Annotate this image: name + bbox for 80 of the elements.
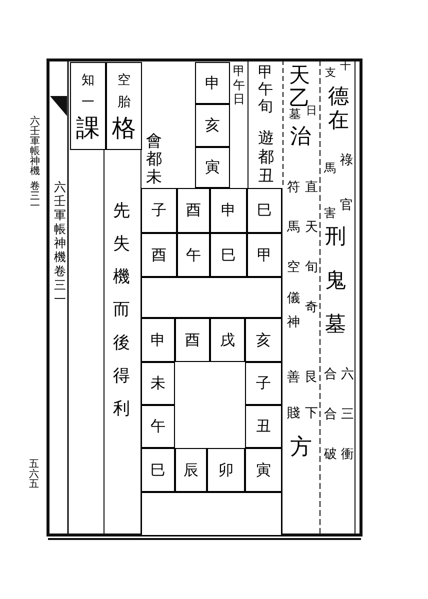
cell-character: 寅 — [256, 462, 271, 478]
grid-cell — [175, 448, 207, 492]
cell-character: 亥 — [256, 332, 271, 348]
cell-character: 未 — [150, 375, 166, 392]
grid-cell — [195, 147, 230, 188]
cell-character: 格 — [112, 114, 136, 142]
cell-character: 亥 — [205, 117, 220, 134]
cell-character: 酉 — [152, 246, 166, 264]
blank-box — [141, 492, 282, 536]
column-text: 日 — [306, 104, 317, 117]
cell-character: 子 — [152, 202, 166, 219]
grid-cell — [106, 62, 142, 150]
column-text: 符馬空 — [287, 179, 300, 277]
column-text: 干 — [340, 60, 351, 72]
cell-character: 辰 — [184, 462, 198, 478]
column-text: 儀神 — [287, 290, 300, 332]
column-text: 艮下 — [305, 369, 318, 423]
margin-title: 六壬軍帳神機 — [30, 117, 40, 177]
grid-cell — [245, 405, 282, 448]
cell-character: 卯 — [218, 462, 234, 478]
spine-title: 六壬軍帳神機卷三一 — [54, 180, 66, 306]
column-text: 遊都丑 — [258, 128, 274, 185]
grid-cell — [247, 188, 282, 233]
grid-cell — [210, 233, 247, 277]
grid-cell — [175, 318, 210, 362]
column-text: 支 — [325, 67, 336, 79]
column-text: 祿官 — [340, 152, 353, 215]
grid-cell — [141, 188, 177, 233]
cell-character: 寅 — [205, 159, 220, 176]
cell-character: 巳 — [150, 462, 166, 478]
grid-cell — [177, 233, 210, 277]
column-text: 直天旬奇 — [305, 179, 318, 317]
grid-cell — [247, 233, 282, 277]
cell-character: 戌 — [220, 332, 235, 348]
grid-cell — [210, 318, 245, 362]
column-text: 甲午旬 — [258, 64, 273, 115]
grid-cell — [195, 62, 230, 104]
page-number: 五六五 — [29, 460, 39, 490]
column-text: 墓 — [289, 107, 301, 121]
grid-cell — [210, 188, 247, 233]
cell-character: 子 — [256, 375, 271, 392]
column-text: 會都未 — [146, 132, 162, 186]
cell-character: 丑 — [256, 418, 271, 435]
grid-cell — [70, 62, 106, 150]
grid-cell — [141, 318, 175, 362]
cell-character: 巳 — [221, 246, 236, 264]
grid-cell — [141, 448, 175, 492]
column-text: 六三衝 — [341, 366, 354, 464]
grid-cell — [207, 448, 245, 492]
cell-character: 酉 — [185, 332, 200, 348]
cell-character: 申 — [205, 74, 220, 92]
column-text: 先失機而後得利 — [113, 200, 130, 421]
cell-character: 申 — [221, 202, 236, 219]
grid-cell — [195, 104, 230, 147]
column-text: 德在 — [328, 84, 349, 132]
cell-character: 巳 — [257, 202, 272, 219]
cell-character: 申 — [150, 332, 166, 348]
grid-cell — [245, 448, 282, 492]
cell-character: 空胎 — [118, 72, 130, 112]
grid-cell — [141, 233, 177, 277]
grid-cell — [141, 405, 175, 448]
cell-character: 午 — [150, 418, 166, 435]
column-text: 合合破 — [324, 366, 337, 464]
cell-character: 甲 — [257, 246, 272, 264]
column-text: 甲午日 — [233, 64, 245, 106]
grid-cell — [245, 362, 282, 405]
grid-cell — [141, 362, 175, 405]
cell-character: 知一 — [82, 72, 94, 112]
grid-cell — [177, 188, 210, 233]
cell-character: 午 — [186, 246, 201, 264]
cell-character: 課 — [76, 114, 100, 142]
column-text: 善賤 — [287, 369, 300, 423]
grid-cell — [245, 318, 282, 362]
column-text: 治 — [290, 124, 311, 148]
cell-character: 酉 — [186, 202, 201, 219]
column-text: 方 — [290, 436, 312, 460]
column-text: 馬害 — [324, 160, 336, 222]
column-text: 刑鬼墓 — [325, 223, 346, 338]
volume-number: 卷三一 — [30, 182, 40, 212]
blank-box — [141, 277, 282, 318]
